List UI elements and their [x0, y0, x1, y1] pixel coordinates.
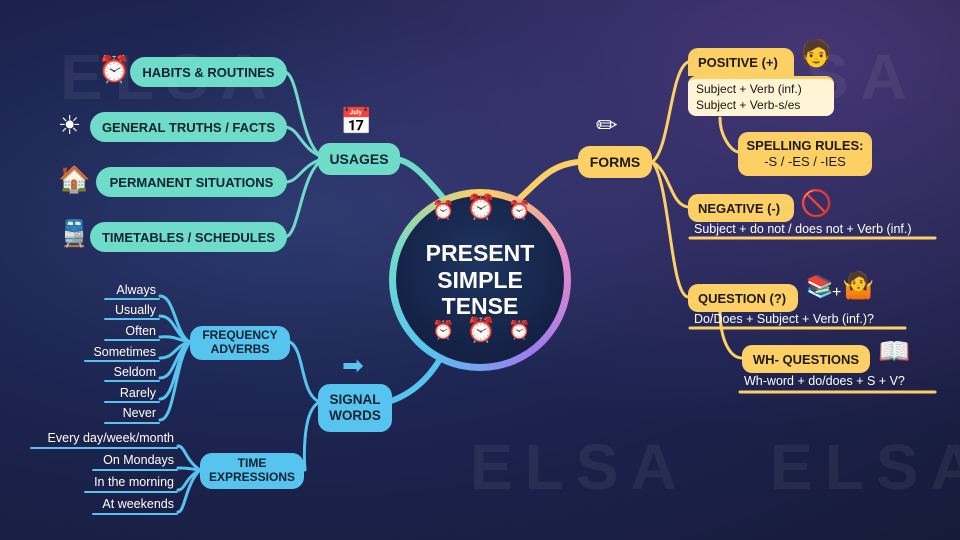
alarm-clock-icon: ⏰	[508, 200, 531, 220]
adverb-underline	[104, 380, 160, 382]
positive-rule-1: Subject + Verb (inf.)	[696, 82, 802, 96]
frequency-adverb: Rarely	[119, 386, 156, 400]
adverb-underline	[104, 298, 160, 300]
adverb-underline	[84, 360, 160, 362]
signal-words-node[interactable]: SIGNAL WORDS	[318, 384, 392, 432]
frequency-adverb: Sometimes	[93, 345, 156, 359]
alarm-clock-icon: ⏰	[432, 200, 455, 220]
time-expression: In the morning	[94, 475, 174, 489]
question-label[interactable]: QUESTION (?)	[688, 284, 798, 312]
positive-rules: Subject + Verb (inf.) Subject + Verb-s/e…	[688, 76, 834, 117]
person-clock-icon: 🧑	[800, 38, 833, 68]
positive-label[interactable]: POSITIVE (+)	[688, 48, 794, 76]
frequency-adverb: Usually	[115, 303, 156, 317]
frequency-adverbs-node[interactable]: FREQUENCY ADVERBS	[190, 326, 290, 360]
expression-underline	[92, 469, 178, 471]
center-core: PRESENT SIMPLE TENSE	[396, 196, 564, 364]
books-question-icon: 📚	[806, 274, 834, 299]
adverb-underline	[104, 401, 160, 403]
usage-timetables-schedules[interactable]: TIMETABLES / SCHEDULES	[90, 222, 287, 252]
usages-node[interactable]: USAGES	[318, 143, 400, 175]
center-title: PRESENT SIMPLE TENSE	[425, 240, 535, 320]
plus-sign: +	[832, 284, 842, 301]
time-expression: Every day/week/month	[47, 431, 174, 445]
center-node: PRESENT SIMPLE TENSE	[389, 189, 571, 371]
sun-icon: ☀	[58, 110, 82, 140]
expression-underline	[92, 513, 178, 515]
train-icon: 🚆	[58, 218, 91, 248]
frequency-adverb: Seldom	[113, 365, 156, 379]
alarm-clock-icon: ⏰	[98, 54, 131, 84]
time-expression: On Mondays	[103, 453, 174, 467]
calendar-icon: 📅	[340, 106, 373, 136]
usage-permanent-situations[interactable]: PERMANENT SITUATIONS	[96, 167, 287, 197]
usage-general-truths[interactable]: GENERAL TRUTHS / FACTS	[90, 112, 287, 142]
watermark: ELSA	[770, 431, 960, 503]
forms-node[interactable]: FORMS	[578, 146, 652, 178]
alarm-clock-icon: ⏰	[508, 320, 531, 340]
spelling-rules-value: -S / -ES / -IES	[764, 154, 846, 169]
positive-rule-2: Subject + Verb-s/es	[696, 97, 801, 112]
arrow-right-icon: ➡	[342, 350, 364, 380]
time-expressions-node[interactable]: TIME EXPRESSIONS	[200, 453, 304, 489]
wh-questions-rule: Wh-word + do/does + S + V?	[744, 374, 905, 388]
frequency-adverb: Never	[122, 406, 156, 420]
watermark: ELSA	[470, 431, 689, 503]
wh-questions-label[interactable]: WH- QUESTIONS	[742, 345, 870, 373]
alarm-clock-icon: ⏰	[432, 320, 455, 340]
house-icon: 🏠	[58, 164, 91, 194]
open-book-icon: 📖	[878, 336, 911, 366]
expression-underline	[84, 491, 178, 493]
negative-rule: Subject + do not / does not + Verb (inf.…	[694, 222, 912, 236]
negative-label[interactable]: NEGATIVE (-)	[688, 194, 794, 222]
spelling-rules-label: SPELLING RULES:	[746, 137, 864, 153]
question-rule: Do/Does + Subject + Verb (inf.)?	[694, 312, 874, 326]
frequency-adverb: Often	[125, 324, 156, 338]
alarm-clock-icon: ⏰	[466, 317, 496, 344]
alarm-clock-icon: ⏰	[466, 194, 496, 221]
expression-underline	[30, 447, 178, 449]
person-shrug-icon: 🤷	[842, 270, 875, 300]
adverb-underline	[104, 422, 160, 424]
adverb-underline	[104, 339, 160, 341]
prohibited-icon: 🚫	[800, 188, 833, 218]
adverb-underline	[104, 318, 160, 320]
usage-habits-routines[interactable]: HABITS & ROUTINES	[130, 57, 287, 87]
time-expression: At weekends	[102, 497, 174, 511]
frequency-adverb: Always	[116, 283, 156, 297]
spelling-rules-box[interactable]: SPELLING RULES: -S / -ES / -IES	[738, 132, 872, 176]
pencil-icon: ✏	[596, 110, 618, 140]
